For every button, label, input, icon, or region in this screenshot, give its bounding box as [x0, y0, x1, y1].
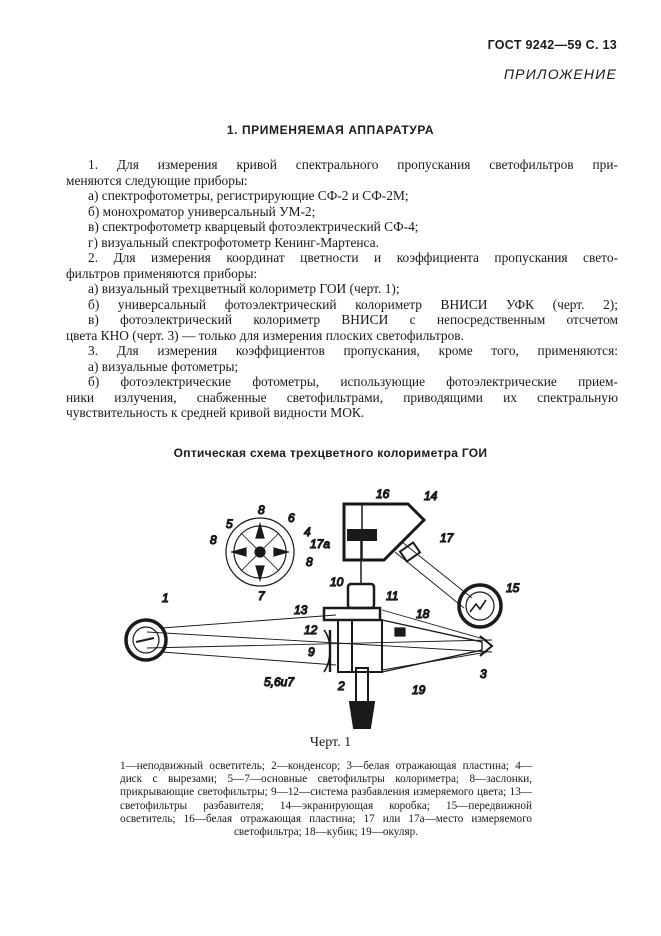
label-5: 5 — [226, 517, 233, 531]
body-line: б) фотоэлектрические фотометры, использу… — [88, 374, 618, 389]
body-line: б) универсальный фотоэлектрический колор… — [88, 296, 618, 312]
label-9: 9 — [308, 645, 315, 659]
label-5-6-7: 5,6и7 — [264, 675, 295, 689]
figure-caption: Черт. 1 — [309, 735, 352, 750]
figure-title: Оптическая схема трехцветного колориметр… — [173, 446, 488, 460]
label-1: 1 — [162, 591, 169, 605]
label-8-right: 8 — [306, 555, 313, 569]
label-8-top: 8 — [258, 503, 265, 517]
figure-legend: 1—неподвижный осветитель; 2—конденсор; 3… — [120, 760, 532, 839]
movable-illuminator — [457, 583, 503, 629]
label-13: 13 — [294, 603, 308, 617]
body-line: а) визуальный трехцветный колориметр ГОИ… — [88, 281, 400, 296]
label-11: 11 — [386, 589, 398, 603]
colorimeter-body — [322, 540, 494, 729]
body-line: в) спектрофотометр кварцевый фотоэлектри… — [88, 219, 419, 234]
appendix-heading: ПРИЛОЖЕНИЕ — [503, 66, 617, 82]
fixed-illuminator — [124, 618, 168, 662]
body-line: чувствительность к средней кривой виднос… — [66, 405, 365, 420]
body-line: фильтров применяются приборы: — [66, 265, 258, 281]
label-6: 6 — [288, 511, 295, 525]
label-2: 2 — [337, 679, 345, 693]
label-15: 15 — [506, 581, 520, 595]
body-line: 3. Для измерения коэффициентов пропускан… — [88, 343, 618, 358]
body-line: а) визуальные фотометры; — [88, 358, 239, 374]
label-12: 12 — [304, 623, 318, 637]
body-line: 1. Для измерения кривой спектрального пр… — [88, 157, 618, 172]
label-10: 10 — [330, 575, 344, 589]
body-line: г) визуальный спектрофотометр Кенинг-Мар… — [88, 234, 379, 250]
page-header-doc-ref: ГОСТ 9242—59 С. 13 — [487, 38, 617, 52]
body-text: 1. Для измерения кривой спектрального пр… — [66, 157, 618, 421]
label-16: 16 — [376, 487, 390, 501]
body-line: в) фотоэлектрический колориметр ВНИСИ с … — [88, 312, 618, 327]
label-8-left: 8 — [210, 533, 217, 547]
label-3: 3 — [480, 667, 487, 681]
body-line: а) спектрофотометры, регистрирующие СФ-2… — [88, 188, 409, 203]
label-19: 19 — [412, 683, 426, 697]
body-line: 2. Для измерения координат цветности и к… — [88, 250, 618, 265]
shielding-box — [342, 502, 427, 563]
colorimeter-optical-diagram: 1 2 3 4 5 6 7 8 8 8 9 10 11 12 13 14 15 … — [112, 480, 552, 730]
label-14: 14 — [424, 489, 438, 503]
label-17a: 17а — [310, 537, 330, 551]
dilution-system — [323, 629, 332, 673]
label-17: 17 — [440, 531, 455, 545]
body-line: цвета КНО (черт. 3) — только для измерен… — [66, 327, 464, 343]
label-18: 18 — [416, 607, 430, 621]
body-line: ники излучения, снабженные светофильтрам… — [66, 389, 618, 405]
body-line: б) монохроматор универсальный УМ-2; — [88, 203, 316, 219]
filter-disk — [225, 517, 295, 587]
light-beams — [146, 541, 493, 671]
section-title: 1. ПРИМЕНЯЕМАЯ АППАРАТУРА — [226, 123, 435, 137]
body-line: меняются следующие приборы: — [66, 172, 248, 188]
label-7: 7 — [258, 589, 266, 603]
label-4: 4 — [304, 525, 311, 539]
